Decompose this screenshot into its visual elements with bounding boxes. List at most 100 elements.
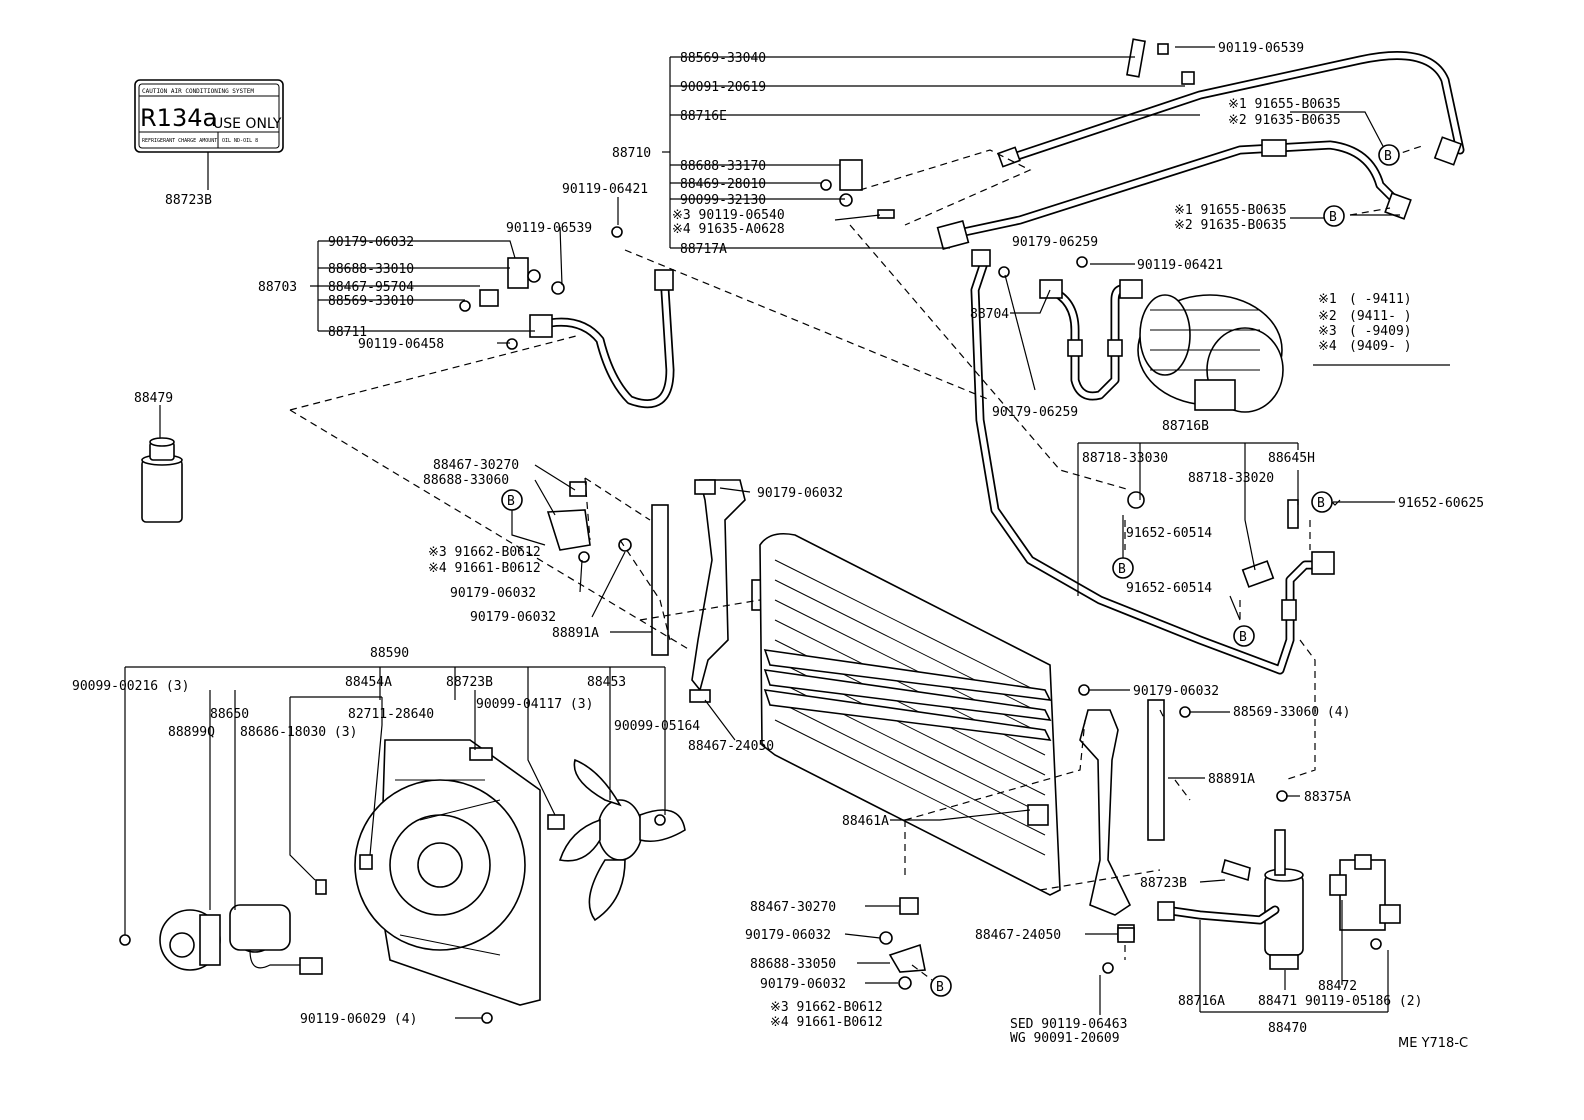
hose-88711 <box>459 226 675 409</box>
legend-key: ※4 <box>1318 339 1337 354</box>
part-label: 88453 <box>587 675 626 690</box>
caution-charge-text: REFRIGERANT CHARGE AMOUNT <box>142 138 217 144</box>
legend-value: (9409- ) <box>1349 339 1412 354</box>
legend-value: (9411- ) <box>1349 309 1412 324</box>
legend: ※1 ( -9411) ※2 (9411- ) ※3 ( -9409) ※4 (… <box>1313 292 1450 366</box>
part-label: ※1 91655-B0635 <box>1174 203 1287 218</box>
legend-value: ( -9409) <box>1349 324 1412 339</box>
part-label: 88704 <box>970 307 1009 322</box>
figure-id: ME Y718-C <box>1398 1036 1468 1051</box>
part-label: ※4 91661-B0612 <box>770 1015 883 1030</box>
part-label: ※4 91661-B0612 <box>428 561 541 576</box>
part-label: 90179-06259 <box>992 405 1078 420</box>
marker-b-label: B <box>1384 149 1392 164</box>
dryer-bracket-88472 <box>1329 854 1401 950</box>
part-label: 91652-60625 <box>1398 496 1484 511</box>
part-label: 90119-06458 <box>358 337 444 352</box>
refrigerant-type: R134a <box>140 104 217 132</box>
part-label: 88569-33010 <box>328 294 414 309</box>
part-label: 90099-32130 <box>680 193 766 208</box>
part-label: 88716A <box>1178 994 1225 1009</box>
part-label: 88467-24050 <box>688 739 774 754</box>
compressor <box>1137 294 1284 413</box>
part-label: 90119-05186 (2) <box>1305 994 1422 1009</box>
leader-lines <box>124 46 1400 1019</box>
part-label: 88718-33020 <box>1188 471 1274 486</box>
part-label: 88723B <box>165 193 212 208</box>
marker-b-label: B <box>1329 210 1337 225</box>
part-label: 90099-04117 (3) <box>476 697 593 712</box>
part-label: ※4 91635-A0628 <box>672 222 785 237</box>
part-label: 90091-20619 <box>680 80 766 95</box>
part-label: ※2 91635-B0635 <box>1228 113 1341 128</box>
part-label: 91652-60514 <box>1126 526 1212 541</box>
part-label: 88688-33050 <box>750 957 836 972</box>
part-label: 88471 <box>1258 994 1297 1009</box>
marker-b-label: B <box>1239 630 1247 645</box>
legend-key: ※2 <box>1318 309 1337 324</box>
part-label: 88723B <box>446 675 493 690</box>
part-label: 88467-24050 <box>975 928 1061 943</box>
part-label: 88569-33060 (4) <box>1233 705 1350 720</box>
b-markers: B B B B B B B <box>501 144 1400 997</box>
liquid-pipe-88716B <box>970 249 1335 675</box>
part-label: 88717A <box>680 242 727 257</box>
part-label: 90179-06032 <box>760 977 846 992</box>
part-label: 90179-06032 <box>328 235 414 250</box>
condenser-88461A <box>759 532 1061 896</box>
legend-value: ( -9411) <box>1349 292 1412 307</box>
marker-b-label: B <box>936 980 944 995</box>
receiver-can-88479 <box>141 405 183 523</box>
part-label: 88467-30270 <box>750 900 836 915</box>
part-label: 88899Q <box>168 725 215 740</box>
caution-oil-text: OIL ND-OIL 8 <box>222 138 258 144</box>
legend-key: ※1 <box>1318 292 1337 307</box>
part-label: 88375A <box>1304 790 1351 805</box>
part-label: 88461A <box>842 814 889 829</box>
part-label: 82711-28640 <box>348 707 434 722</box>
part-label: 90119-06421 <box>562 182 648 197</box>
part-label: 88472 <box>1318 979 1357 994</box>
part-label: 90099-00216 (3) <box>72 679 189 694</box>
part-label: 91652-60514 <box>1126 581 1212 596</box>
support-bracket-right <box>1078 684 1191 940</box>
part-label: 90099-05164 <box>614 719 700 734</box>
marker-b <box>1233 625 1255 647</box>
support-bracket-left <box>651 479 773 703</box>
marker-b <box>930 975 952 997</box>
part-label: ※3 91662-B0612 <box>770 1000 883 1015</box>
part-label: 90179-06032 <box>470 610 556 625</box>
marker-b <box>501 489 523 511</box>
part-label: 88891A <box>1208 772 1255 787</box>
part-label: 90179-06032 <box>450 586 536 601</box>
fan-shroud <box>315 739 565 1006</box>
part-label: 90179-06032 <box>757 486 843 501</box>
part-label: 88686-18030 (3) <box>240 725 357 740</box>
marker-b-label: B <box>1118 562 1126 577</box>
part-label: 88891A <box>552 626 599 641</box>
part-label: 90179-06032 <box>745 928 831 943</box>
part-label: 88688-33010 <box>328 262 414 277</box>
part-label: 88469-28010 <box>680 177 766 192</box>
part-label: 88723B <box>1140 876 1187 891</box>
marker-b-label: B <box>507 494 515 509</box>
marker-b <box>1378 144 1400 166</box>
part-label: 88454A <box>345 675 392 690</box>
part-label: 88645H <box>1268 451 1315 466</box>
part-label: 88479 <box>134 391 173 406</box>
part-label: 88716B <box>1162 419 1209 434</box>
part-label: 90119-06539 <box>1218 41 1304 56</box>
dashed-lines <box>289 144 1426 981</box>
caution-label: CAUTION AIR CONDITIONING SYSTEM R134a US… <box>134 79 284 190</box>
legend-key: ※3 <box>1318 324 1337 339</box>
part-label: 88569-33040 <box>680 51 766 66</box>
part-label: WG 90091-20609 <box>1010 1031 1120 1046</box>
part-label: ※3 90119-06540 <box>672 208 785 223</box>
part-label: 88467-30270 <box>433 458 519 473</box>
part-label: 90119-06539 <box>506 221 592 236</box>
marker-b <box>1311 491 1333 513</box>
fan-motor <box>119 904 493 1024</box>
part-label: 88470 <box>1268 1021 1307 1036</box>
part-label: 90119-06029 (4) <box>300 1012 417 1027</box>
